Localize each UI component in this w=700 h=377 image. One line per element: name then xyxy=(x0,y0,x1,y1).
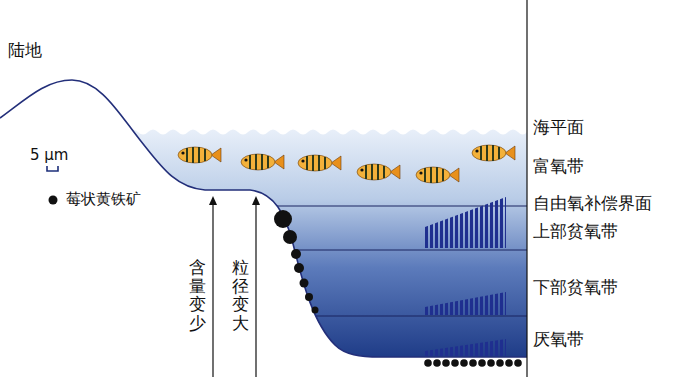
legend-dot xyxy=(49,196,58,205)
zone-label: 自由氧补偿界面 xyxy=(533,193,652,213)
trend-label: 粒径变大 xyxy=(232,258,249,333)
zone-label: 厌氧带 xyxy=(533,329,584,349)
zone-label: 下部贫氧带 xyxy=(533,277,618,297)
histogram xyxy=(425,292,506,315)
land xyxy=(0,80,527,377)
legend-label: 莓状黄铁矿 xyxy=(66,190,141,208)
trend-arrow xyxy=(209,196,260,377)
divider-line xyxy=(526,0,527,377)
zone-label: 上部贫氧带 xyxy=(533,221,618,241)
trend-label: 含量变少 xyxy=(189,258,206,333)
sea-level-label: 海平面 xyxy=(533,117,584,137)
scale-bar xyxy=(47,166,58,171)
framboid-pyrite xyxy=(274,210,522,367)
zone-label: 富氧带 xyxy=(533,156,584,176)
fish xyxy=(178,145,515,183)
seabed-outline xyxy=(0,80,527,357)
histogram xyxy=(425,197,506,248)
scale-label: 5 μm xyxy=(30,146,68,164)
histogram xyxy=(425,339,506,356)
land-label: 陆地 xyxy=(8,40,42,60)
